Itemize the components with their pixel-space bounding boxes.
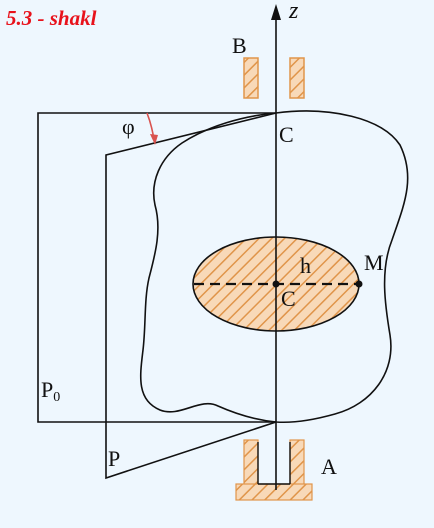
plane-p0-label: P0 [41,377,60,405]
axis-arrowhead [271,4,281,20]
point-c-top-label: C [279,122,294,147]
axis-z-label: z [288,0,299,24]
point-c-label: C [281,286,296,311]
point-c-center [272,280,280,288]
bearing-top [243,57,305,99]
point-m-label: M [364,250,384,275]
body-outline [139,110,409,424]
bearing-bottom [235,439,313,501]
point-m [355,280,363,288]
angle-arrowhead [150,134,158,145]
bearing-a-label: A [321,454,337,479]
figure-label: 5.3 - shakl [6,6,97,30]
plane-p [105,112,277,480]
plane-p0 [37,112,276,423]
angle-phi-label: φ [122,114,135,139]
distance-h-label: h [300,253,311,278]
plane-p-label: P [108,446,120,471]
bearing-b-label: B [232,33,247,58]
